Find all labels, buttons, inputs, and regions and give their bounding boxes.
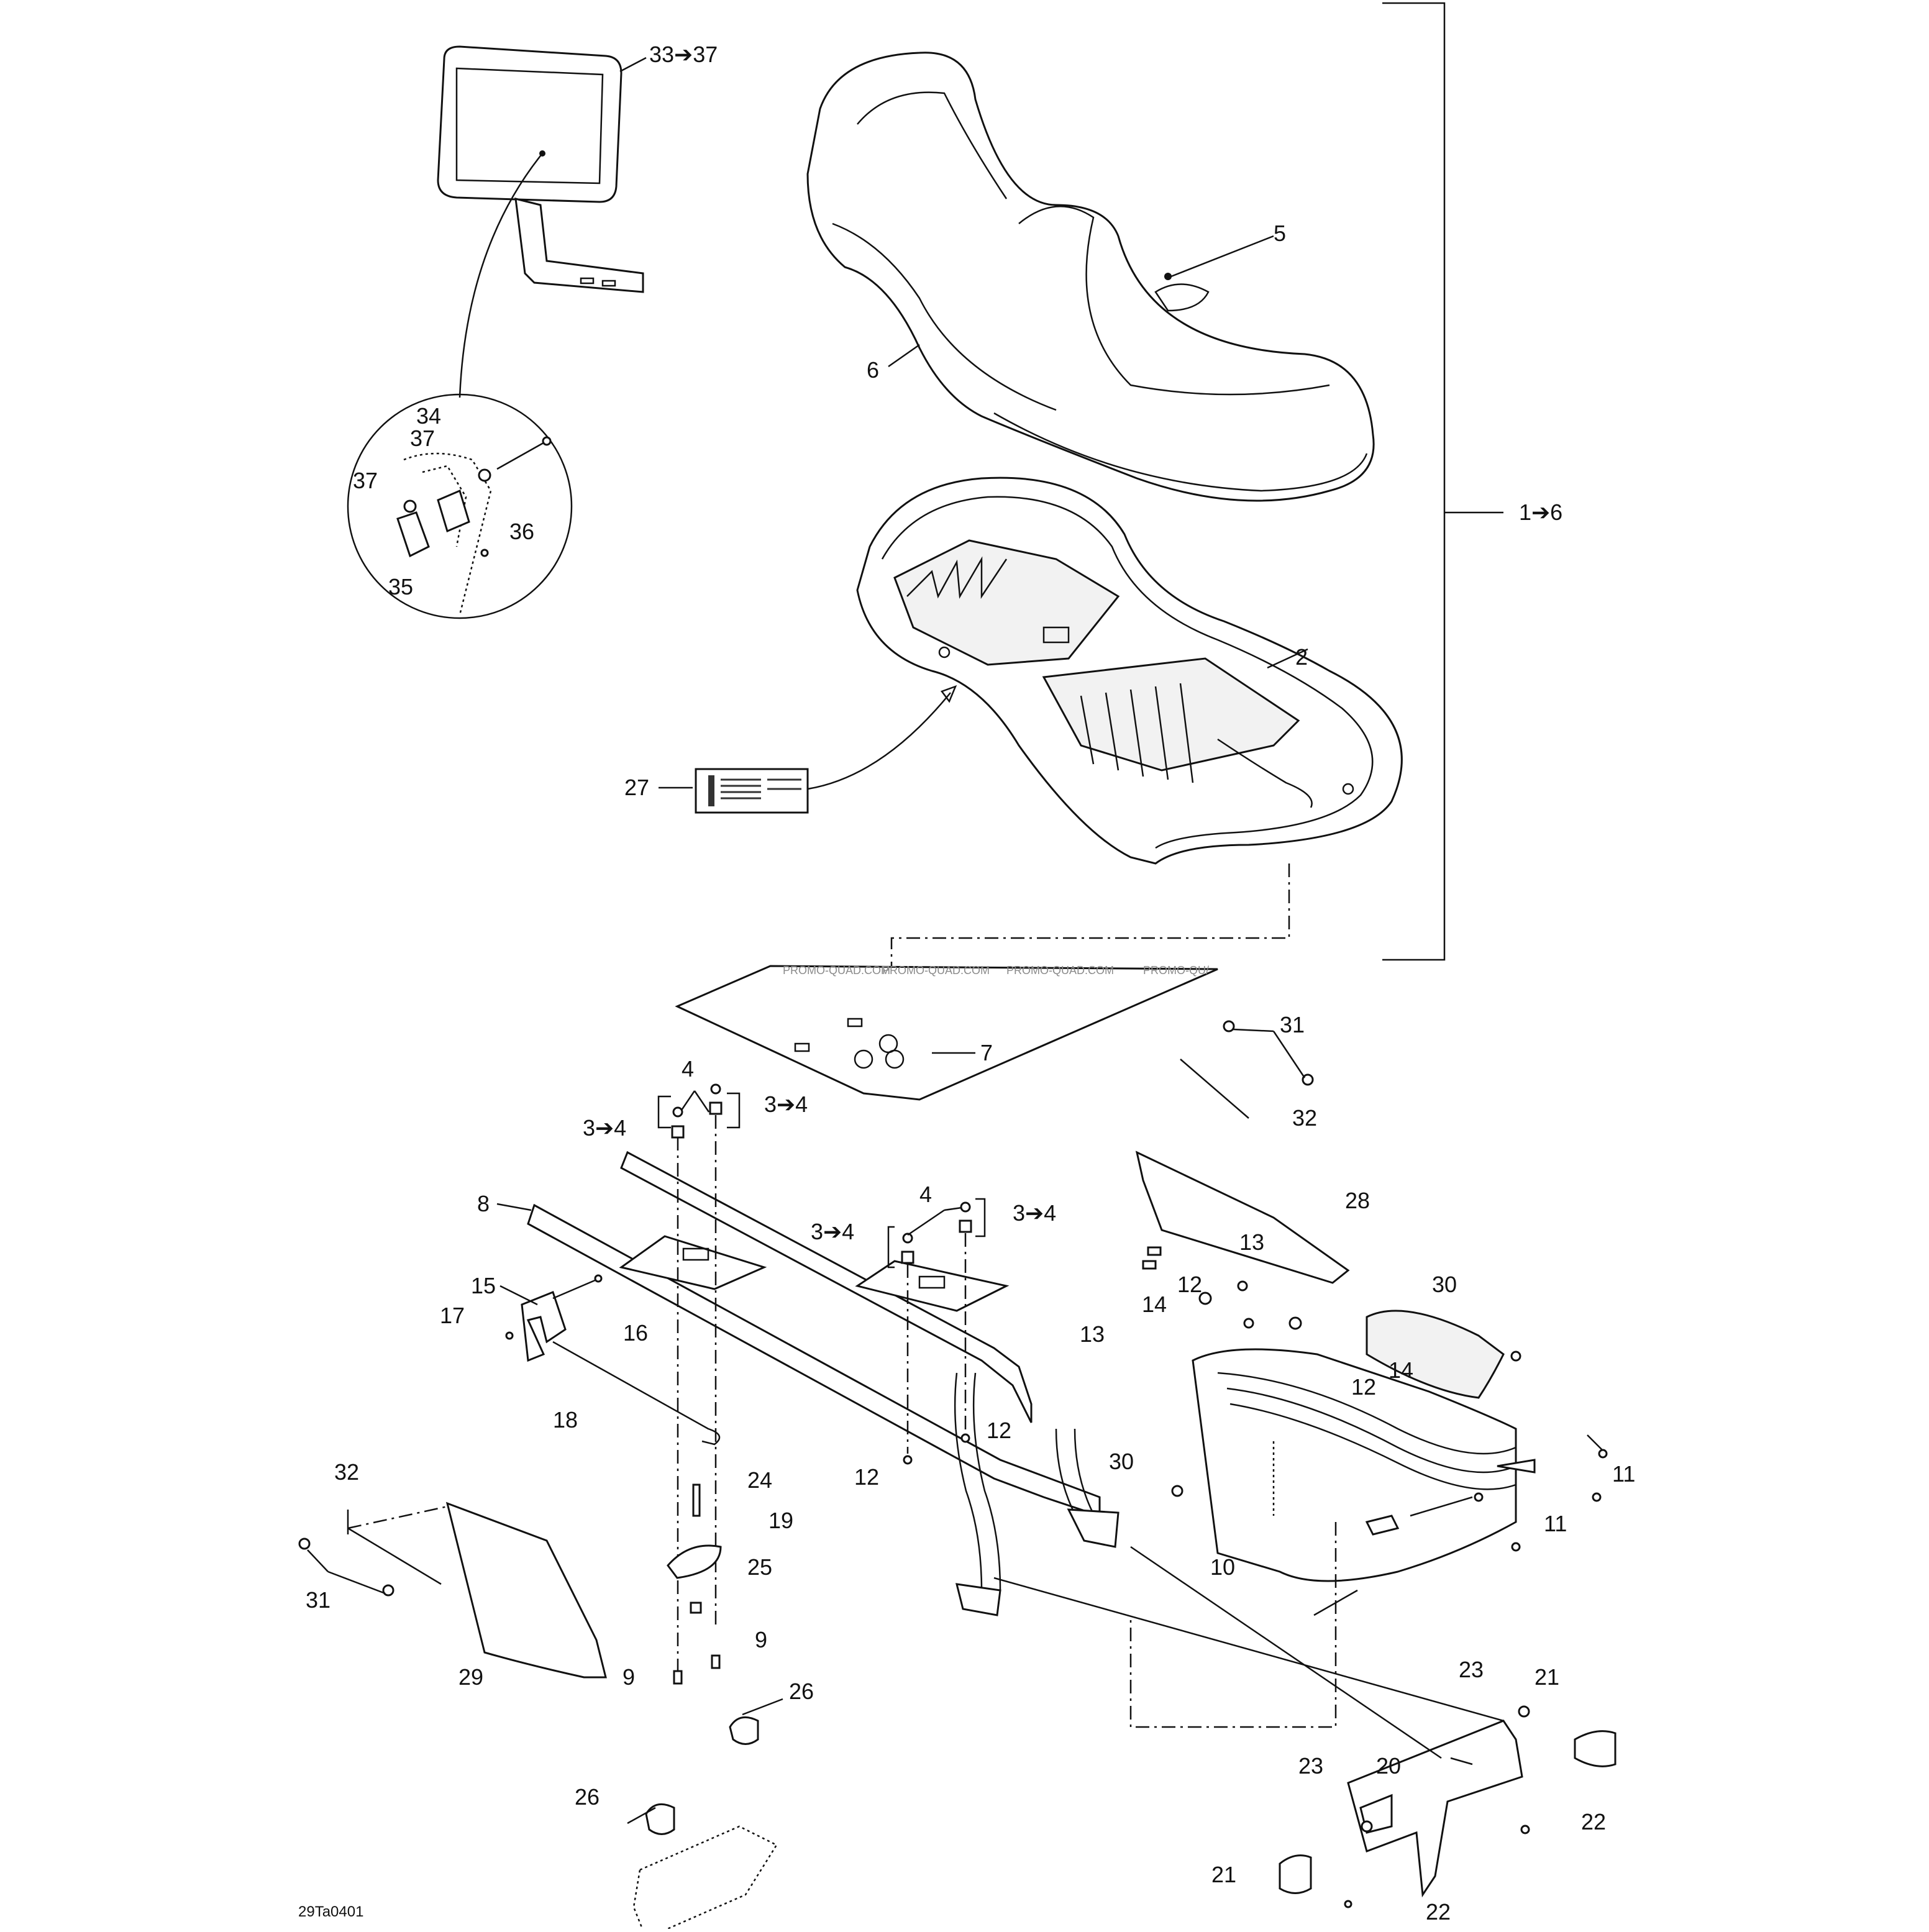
callout-10: 10 [1210,1554,1235,1580]
callout-3-4: 3➔4 [811,1219,854,1244]
callout-22: 22 [1581,1809,1606,1834]
callout-21: 21 [1211,1862,1236,1887]
callout-32: 32 [1292,1105,1317,1131]
callout-5: 5 [1274,221,1286,246]
callout-12: 12 [1351,1374,1376,1400]
callout-3-4: 3➔4 [583,1115,626,1141]
callout-26: 26 [789,1679,814,1704]
mount-bracket-part [993,1434,1617,1908]
callout-7: 7 [980,1040,993,1065]
callout-31: 31 [1280,1012,1305,1037]
callout-37: 37 [410,426,435,451]
storage-box-part [1142,1246,1608,1616]
callout-8: 8 [477,1191,490,1216]
callout-4: 4 [682,1056,694,1082]
callout-labels: 33➔37 1➔6 5 6 34 37 37 36 35 2 27 7 31 3… [306,42,1635,1925]
seat-latch-part [499,1274,721,1446]
callout-17: 17 [440,1303,465,1328]
callout-30: 30 [1432,1272,1457,1297]
seat-cover-part [806,52,1375,502]
callout-12: 12 [854,1464,879,1490]
seat-base-part [807,476,1403,1050]
watermark-text: PROMO-QU/ [1143,964,1209,977]
callout-23: 23 [1298,1753,1323,1779]
callout-30: 30 [1109,1449,1134,1474]
callout-2: 2 [1295,644,1308,670]
callout-18: 18 [553,1407,578,1433]
callout-22: 22 [1426,1899,1451,1925]
callout-31: 31 [306,1587,331,1613]
callout-11: 11 [1544,1511,1567,1536]
callout-14: 14 [1142,1292,1167,1317]
watermark-text: PROMO-QUAD.COM [882,964,990,977]
callout-13: 13 [1239,1229,1264,1255]
callout-28: 28 [1345,1188,1370,1213]
callout-36: 36 [509,519,534,544]
bumper-parts [627,1698,783,1932]
callout-16: 16 [623,1320,648,1346]
callout-9: 9 [622,1664,635,1690]
callout-15: 15 [471,1273,496,1298]
callout-20: 20 [1376,1753,1401,1779]
callout-13: 13 [1080,1321,1105,1347]
watermark-text: PROMO-QUAD.COM [783,964,890,977]
assembly-bracket [1382,2,1503,961]
seat-pad-part [675,965,1218,1101]
callout-35: 35 [388,574,413,599]
callout-34: 34 [416,403,441,429]
fastener-stacks [657,1083,986,1685]
callout-6: 6 [867,357,879,383]
callout-32: 32 [334,1459,359,1485]
callout-24: 24 [747,1467,772,1493]
frame-part [496,1151,1120,1616]
callout-3-4: 3➔4 [764,1091,808,1117]
callout-19: 19 [768,1508,793,1533]
callout-23: 23 [1459,1657,1484,1682]
callout-21: 21 [1535,1664,1559,1690]
callout-4: 4 [919,1182,932,1207]
callout-37: 37 [353,468,378,493]
backrest-part [437,45,647,398]
callout-26: 26 [575,1784,600,1810]
callout-27: 27 [624,775,649,800]
callout-12: 12 [1177,1272,1202,1297]
warning-label-part [659,768,809,814]
callout-25: 25 [747,1554,772,1580]
callout-29: 29 [458,1664,483,1690]
backrest-hardware-detail [347,393,573,619]
callout-14: 14 [1389,1357,1413,1383]
callout-12: 12 [987,1418,1011,1443]
callout-33-37: 33➔37 [649,42,718,67]
callout-9: 9 [755,1627,767,1652]
left-side-panel-part [298,1501,607,1679]
callout-1-6: 1➔6 [1519,499,1562,525]
drawing-code: 29Ta0401 [298,1903,363,1920]
right-side-panel-part [1135,1020,1350,1284]
callout-11: 11 [1612,1461,1635,1487]
watermark-text: PROMO-QUAD.COM [1006,964,1114,977]
callout-3-4: 3➔4 [1013,1200,1056,1226]
